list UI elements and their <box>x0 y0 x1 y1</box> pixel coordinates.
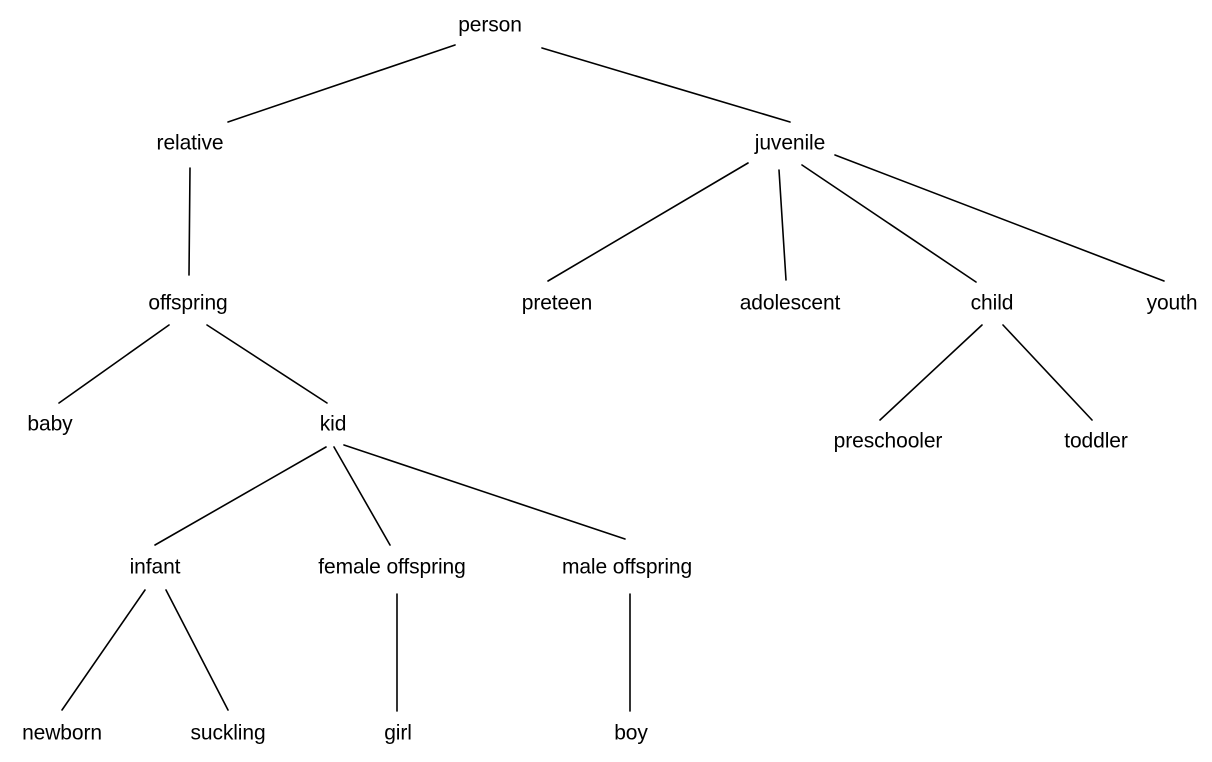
tree-node-male-offspring[interactable]: male offspring <box>561 555 693 579</box>
tree-edge-kid-to-female-offspring <box>333 446 391 546</box>
tree-node-adolescent[interactable]: adolescent <box>739 291 841 315</box>
tree-edge-infant-to-suckling <box>165 589 229 711</box>
tree-node-preteen[interactable]: preteen <box>521 291 593 315</box>
tree-node-baby[interactable]: baby <box>27 412 73 436</box>
tree-edge-juvenile-to-preteen <box>547 162 749 282</box>
tree-edge-child-to-toddler <box>1002 324 1093 421</box>
tree-node-infant[interactable]: infant <box>129 555 181 579</box>
tree-node-person[interactable]: person <box>458 13 522 37</box>
tree-node-boy[interactable]: boy <box>614 721 648 745</box>
tree-edge-kid-to-infant <box>154 446 327 546</box>
tree-node-relative[interactable]: relative <box>156 131 224 155</box>
tree-node-preschooler[interactable]: preschooler <box>833 429 943 453</box>
tree-edge-relative-to-offspring <box>188 167 191 276</box>
tree-node-child[interactable]: child <box>970 291 1014 315</box>
tree-edge-offspring-to-kid <box>206 324 328 404</box>
tree-node-female-offspring[interactable]: female offspring <box>318 555 466 579</box>
tree-edge-kid-to-male-offspring <box>343 444 626 540</box>
tree-edge-person-to-relative <box>227 44 456 123</box>
tree-node-kid[interactable]: kid <box>319 412 347 436</box>
tree-node-girl[interactable]: girl <box>384 721 412 745</box>
tree-edge-person-to-juvenile <box>541 47 791 123</box>
tree-edge-juvenile-to-youth <box>834 154 1165 282</box>
tree-node-offspring[interactable]: offspring <box>148 291 228 315</box>
tree-edge-juvenile-to-adolescent <box>778 169 787 281</box>
tree-node-youth[interactable]: youth <box>1146 291 1198 315</box>
tree-edge-offspring-to-baby <box>58 324 170 404</box>
tree-node-suckling[interactable]: suckling <box>190 721 266 745</box>
tree-node-juvenile[interactable]: juvenile <box>754 131 826 155</box>
tree-edge-infant-to-newborn <box>61 589 146 711</box>
tree-node-toddler[interactable]: toddler <box>1064 429 1128 453</box>
tree-edge-juvenile-to-child <box>801 164 977 283</box>
tree-node-newborn[interactable]: newborn <box>22 721 102 745</box>
tree-edge-child-to-preschooler <box>879 324 983 421</box>
